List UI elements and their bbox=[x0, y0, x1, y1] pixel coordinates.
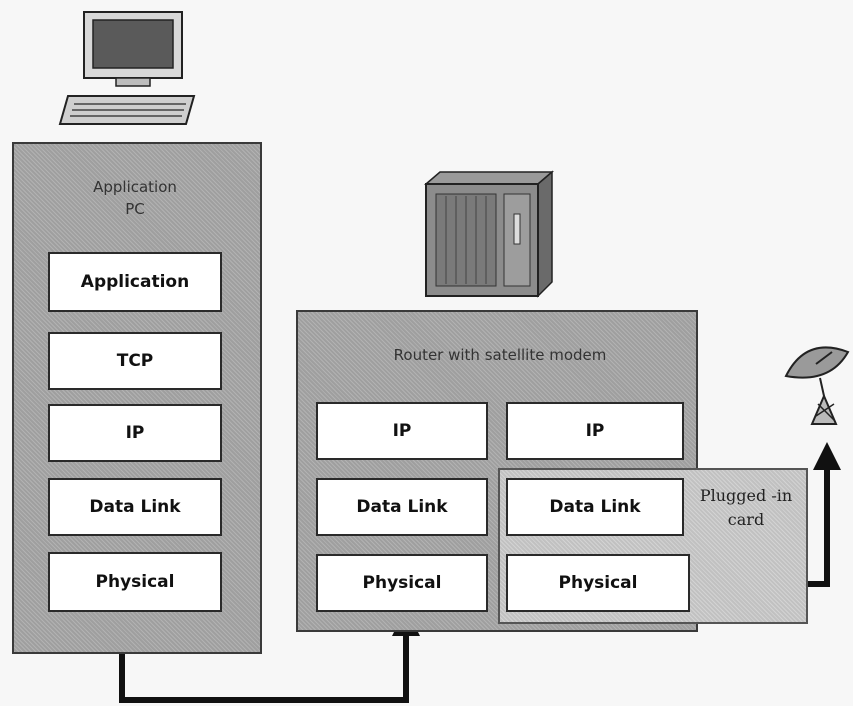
router-title: Router with satellite modem bbox=[393, 346, 607, 364]
desktop-computer-icon bbox=[58, 11, 196, 125]
router-right-layer-physical: Physical bbox=[506, 554, 690, 612]
pc-stack-title-line1: Application bbox=[93, 178, 177, 196]
pc-layer-physical: Physical bbox=[48, 552, 222, 612]
router-left-layer-physical: Physical bbox=[316, 554, 488, 612]
plugged-in-card-label-line1: Plugged -in bbox=[699, 486, 793, 505]
router-left-layer-data-link: Data Link bbox=[316, 478, 488, 536]
pc-layer-ip: IP bbox=[48, 404, 222, 462]
satellite-dish-icon bbox=[784, 346, 850, 425]
pc-stack-title-line2: PC bbox=[125, 200, 145, 218]
router-right-layer-ip: IP bbox=[506, 402, 684, 460]
router-right-layer-data-link: Data Link bbox=[506, 478, 684, 536]
pc-layer-data-link: Data Link bbox=[48, 478, 222, 536]
pc-layer-tcp: TCP bbox=[48, 332, 222, 390]
pc-stack-title: Application PC bbox=[60, 176, 210, 220]
router-rack-icon bbox=[423, 170, 555, 298]
plugged-in-card-label-line2: card bbox=[727, 510, 765, 529]
plugged-in-card-label: Plugged -in card bbox=[686, 484, 806, 532]
router-left-layer-ip: IP bbox=[316, 402, 488, 460]
pc-layer-application: Application bbox=[48, 252, 222, 312]
